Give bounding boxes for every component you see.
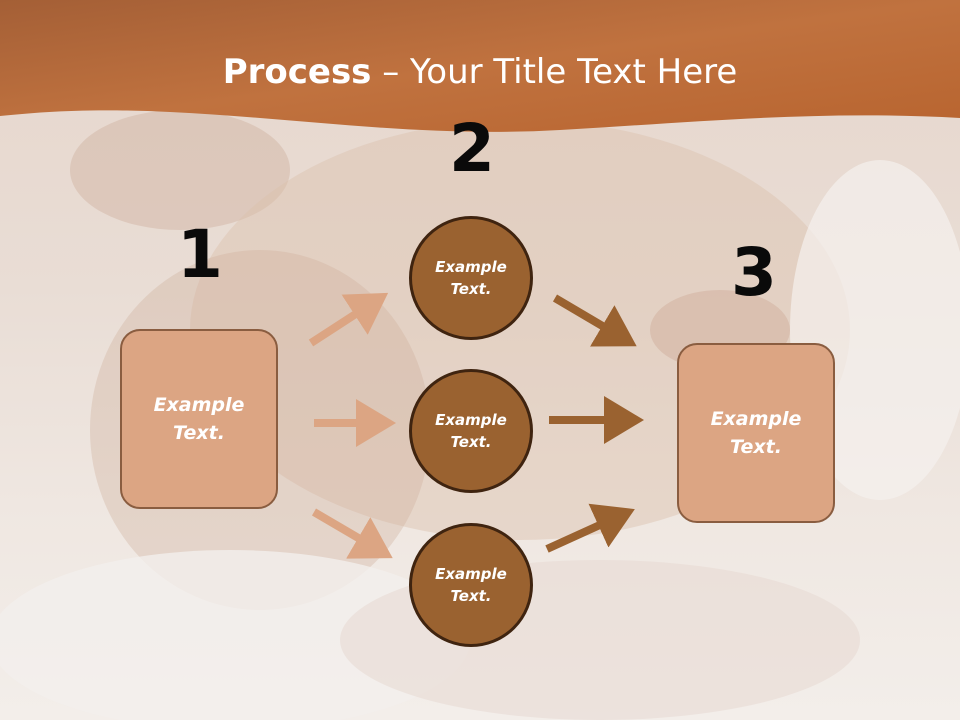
step-2-circle-middle: Example Text. (409, 369, 533, 493)
arrow-bottom-to-3 (545, 503, 635, 553)
step-number-3: 3 (731, 234, 777, 311)
step-1-box: Example Text. (120, 329, 278, 509)
step-2-circle-bottom: Example Text. (409, 523, 533, 647)
step-number-1: 1 (177, 216, 223, 293)
arrow-1-to-bottom (311, 508, 393, 559)
step-2-text-middle: Example Text. (435, 410, 507, 452)
title-bold: Process (222, 52, 372, 92)
step-2-text-bottom: Example Text. (435, 564, 507, 606)
page-title: Process – Your Title Text Here (0, 52, 960, 92)
step-2-text-top: Example Text. (435, 257, 507, 299)
header-banner (0, 0, 960, 132)
step-1-text: Example Text. (153, 393, 245, 445)
arrow-1-to-top (308, 292, 389, 347)
step-2-circle-top: Example Text. (409, 216, 533, 340)
arrow-top-to-3 (552, 294, 637, 347)
step-3-text: Example Text. (710, 407, 802, 459)
step-number-2: 2 (449, 110, 495, 187)
title-rest: – Your Title Text Here (371, 52, 738, 92)
step-3-box: Example Text. (677, 343, 835, 523)
